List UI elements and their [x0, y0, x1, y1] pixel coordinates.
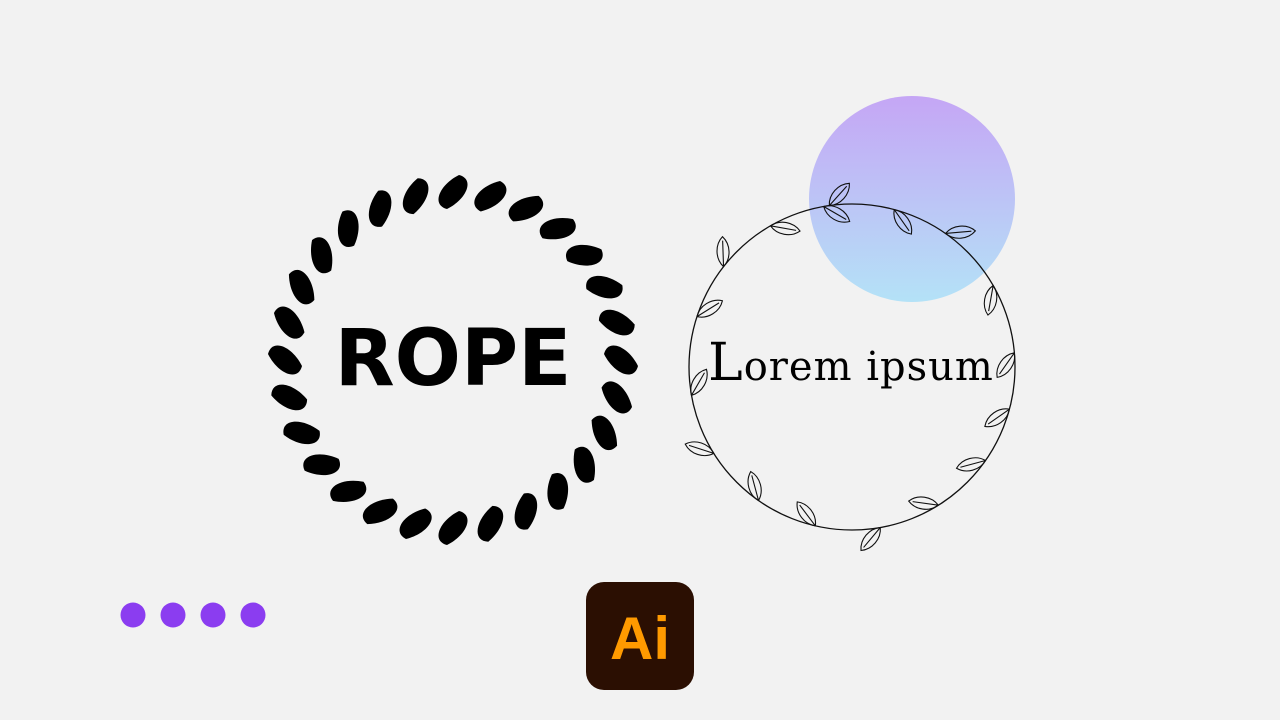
leaf: [747, 470, 762, 502]
adobe-illustrator-logo: Ai: [586, 582, 694, 690]
rope-strand: [601, 381, 633, 414]
rope-strand: [474, 180, 507, 212]
leaf: [696, 299, 724, 318]
gradient-circle: [809, 96, 1015, 302]
lorem-ipsum-rest: orem ipsum: [744, 344, 994, 390]
rope-strand: [604, 345, 638, 375]
progress-dot: [160, 602, 186, 628]
rope-strand: [283, 421, 320, 445]
rope-strand: [362, 498, 398, 525]
leaf: [907, 496, 940, 510]
leaf: [860, 526, 881, 552]
progress-dot: [120, 602, 146, 628]
rope-strand: [288, 269, 315, 305]
rope-strand: [508, 195, 544, 222]
leaf: [690, 368, 708, 396]
leaf: [769, 221, 801, 236]
progress-dots: [120, 602, 266, 628]
rope-strand: [591, 415, 618, 451]
leaf-wreath: [684, 182, 1016, 552]
leaf: [823, 205, 851, 223]
leaf: [955, 457, 987, 472]
leaf: [944, 225, 977, 239]
rope-strand: [539, 218, 576, 240]
wreath-circle: [688, 203, 1016, 531]
rope-strand: [303, 454, 341, 476]
leaf: [983, 284, 998, 316]
leaf: [716, 235, 730, 268]
leaf: [684, 441, 715, 457]
leaf: [893, 208, 913, 235]
rope-strand: [547, 472, 569, 510]
lorem-ipsum-label: Lorem ipsum: [708, 333, 994, 393]
rope-strand: [438, 175, 468, 209]
rope-strand: [399, 508, 432, 540]
rope-strand: [402, 178, 429, 215]
rope-strand: [477, 505, 504, 542]
leaf: [996, 352, 1016, 379]
rope-strand: [368, 190, 392, 227]
leaf: [984, 408, 1011, 428]
rope-strand: [271, 384, 308, 411]
rope-strand: [268, 345, 302, 375]
ai-logo-background: [586, 582, 694, 690]
rope-strand: [330, 480, 367, 502]
ai-logo-text: Ai: [610, 605, 670, 672]
rope-strand: [311, 237, 333, 274]
progress-dot: [240, 602, 266, 628]
rope-strand: [438, 511, 468, 545]
rope-strand: [598, 309, 635, 336]
progress-dot: [200, 602, 226, 628]
rope-strand: [573, 446, 595, 483]
lorem-ipsum-initial: L: [708, 333, 744, 393]
rope-label: ROPE: [335, 314, 572, 404]
rope-strand: [514, 493, 538, 530]
rope-strand: [565, 244, 603, 266]
rope-strand: [586, 275, 623, 299]
rope-strand: [273, 306, 305, 339]
rope-ring: [268, 175, 638, 545]
leaf: [828, 182, 850, 207]
leaf: [796, 501, 817, 527]
rope-strand: [337, 210, 359, 248]
